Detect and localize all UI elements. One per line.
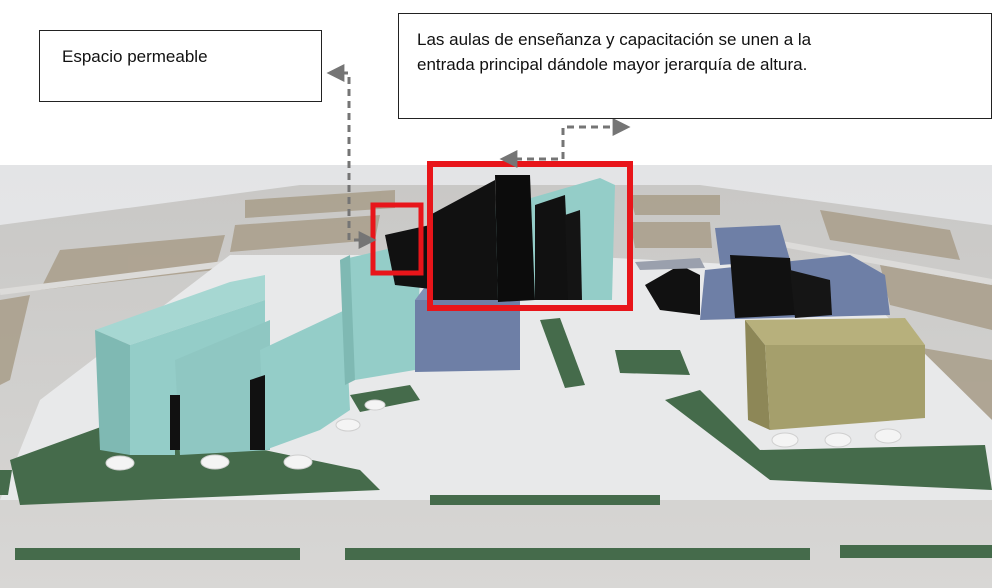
planters: [105, 399, 902, 471]
classrooms-label-line-2: entrada principal dándole mayor jerarquí…: [417, 55, 808, 74]
green-areas: [0, 318, 992, 560]
permeable-space-callout: Espacio permeable: [39, 30, 322, 102]
classrooms-label-line-1: Las aulas de enseñanza y capacitación se…: [417, 30, 812, 49]
right-olive-volume: [745, 318, 925, 430]
classrooms-connector-arrow: [499, 118, 631, 168]
main-entrance-building: [385, 175, 615, 302]
distant-roads: [0, 237, 992, 295]
classrooms-callout: Las aulas de enseñanza y capacitación se…: [398, 13, 992, 119]
right-blue-volumes: [635, 225, 890, 320]
permeable-space-label: Espacio permeable: [62, 47, 208, 66]
permeable-connector-arrow: [326, 64, 377, 249]
teaching-blocks: [95, 245, 420, 455]
